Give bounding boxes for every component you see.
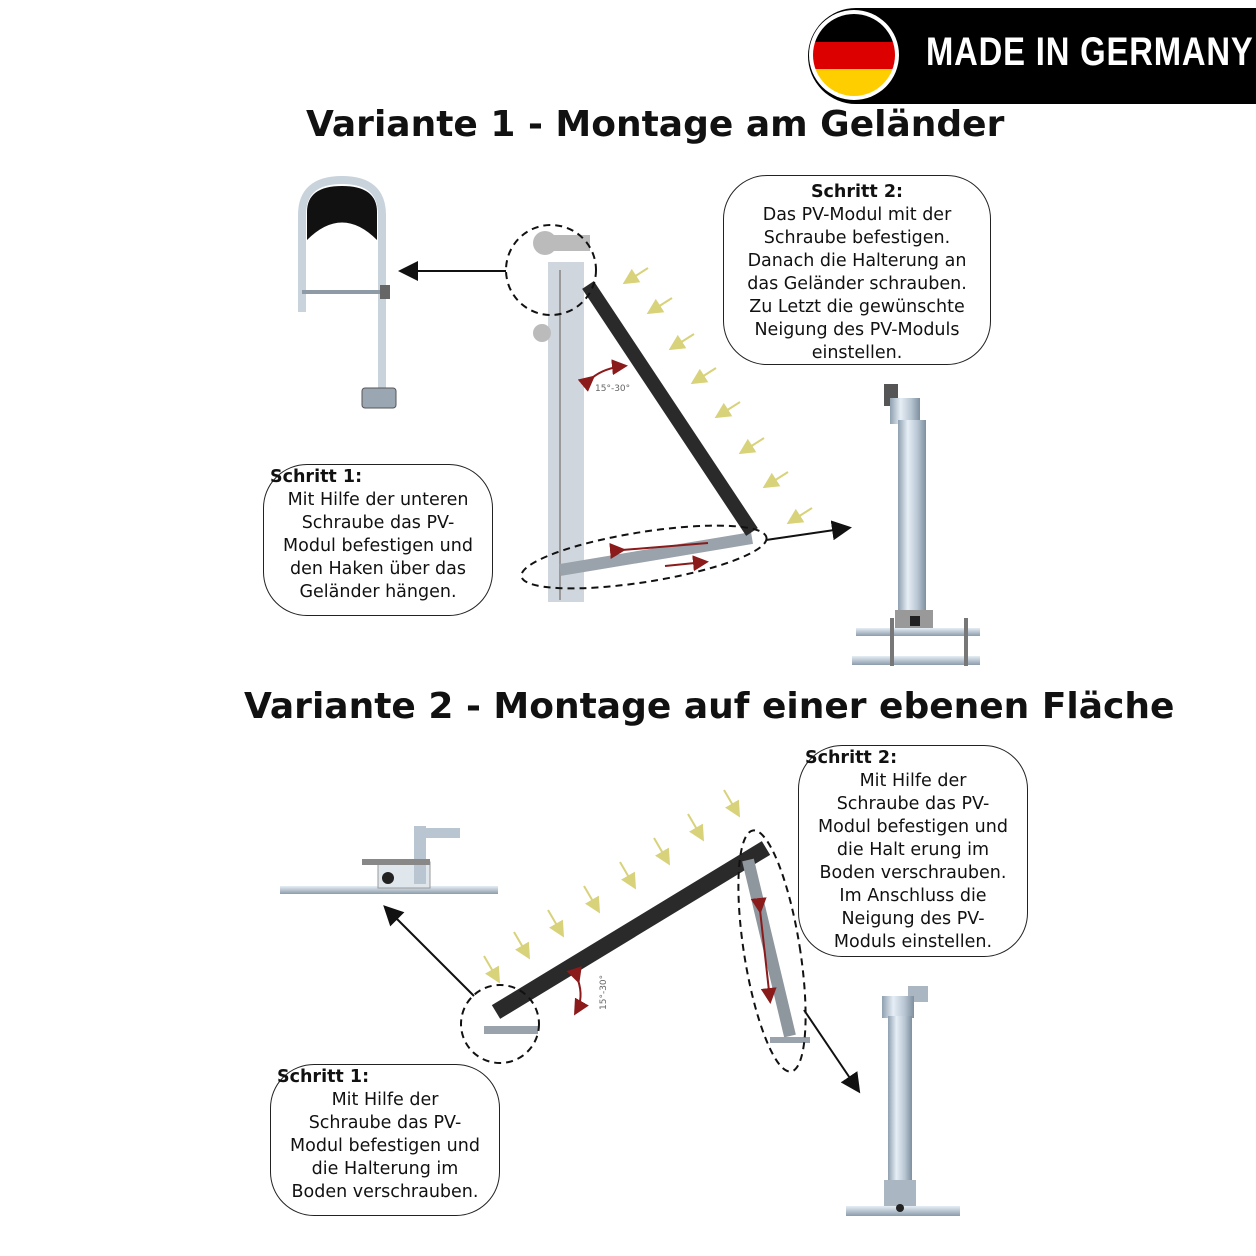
slide-arrow (664, 555, 709, 572)
step-heading: Schritt 2: (810, 182, 904, 202)
angle-label: 15°-30° (595, 384, 630, 394)
variant2-title: Variante 2 - Montage auf einer ebenen Fl… (244, 686, 1175, 727)
floor-strut-photo (846, 986, 960, 1216)
step-heading: Schritt 1: (277, 1067, 370, 1087)
detail-ellipse (520, 524, 768, 590)
floor-bracket-photo (280, 826, 498, 894)
step-text: Mit Hilfe der Schraube das PV- Modul bef… (290, 1090, 480, 1202)
variant1-title: Variante 1 - Montage am Geländer (306, 104, 1005, 145)
detail-circle (460, 984, 540, 1064)
detail-circle (505, 224, 597, 316)
flat-mount-diagram: 15°-30° (484, 841, 810, 1043)
detail-ellipse (737, 829, 807, 1073)
slide-arrow (750, 897, 777, 1004)
pointer-arrow (383, 905, 475, 997)
variant2-step2-callout: Schritt 2: Mit Hilfe der Schraube das PV… (798, 745, 1028, 957)
angle-label: 15°-30° (599, 975, 609, 1010)
pointer-arrow (765, 520, 852, 541)
pointer-arrow (803, 1009, 861, 1094)
step-text: Mit Hilfe der unteren Schraube das PV- M… (283, 490, 473, 602)
angle-arc-icon (577, 359, 628, 392)
railing-mount-diagram: 15°-30° (533, 231, 758, 602)
pv-panel-edge (582, 281, 758, 536)
railing-hook-photo (298, 175, 397, 409)
made-in-germany-label: MADE IN GERMANY (926, 30, 1254, 74)
slide-arrow (609, 542, 709, 559)
step-heading: Schritt 2: (805, 748, 898, 768)
step-heading: Schritt 1: (270, 467, 363, 487)
step-text: Das PV-Modul mit der Schraube befestigen… (747, 205, 967, 363)
sunlight-arrows (622, 267, 813, 525)
variant2-step1-callout: Schritt 1: Mit Hilfe der Schraube das PV… (270, 1064, 500, 1216)
telescopic-strut-photo (852, 384, 980, 666)
angle-arc-icon (566, 966, 589, 1016)
pv-panel-edge (491, 841, 771, 1019)
variant1-step1-callout: Schritt 1: Mit Hilfe der unteren Schraub… (263, 464, 493, 616)
sunlight-arrows (483, 789, 741, 984)
german-flag-icon (809, 10, 899, 100)
variant1-step2-callout: Schritt 2: Das PV-Modul mit der Schraube… (723, 175, 991, 365)
step-text: Mit Hilfe der Schraube das PV- Modul bef… (818, 771, 1008, 952)
